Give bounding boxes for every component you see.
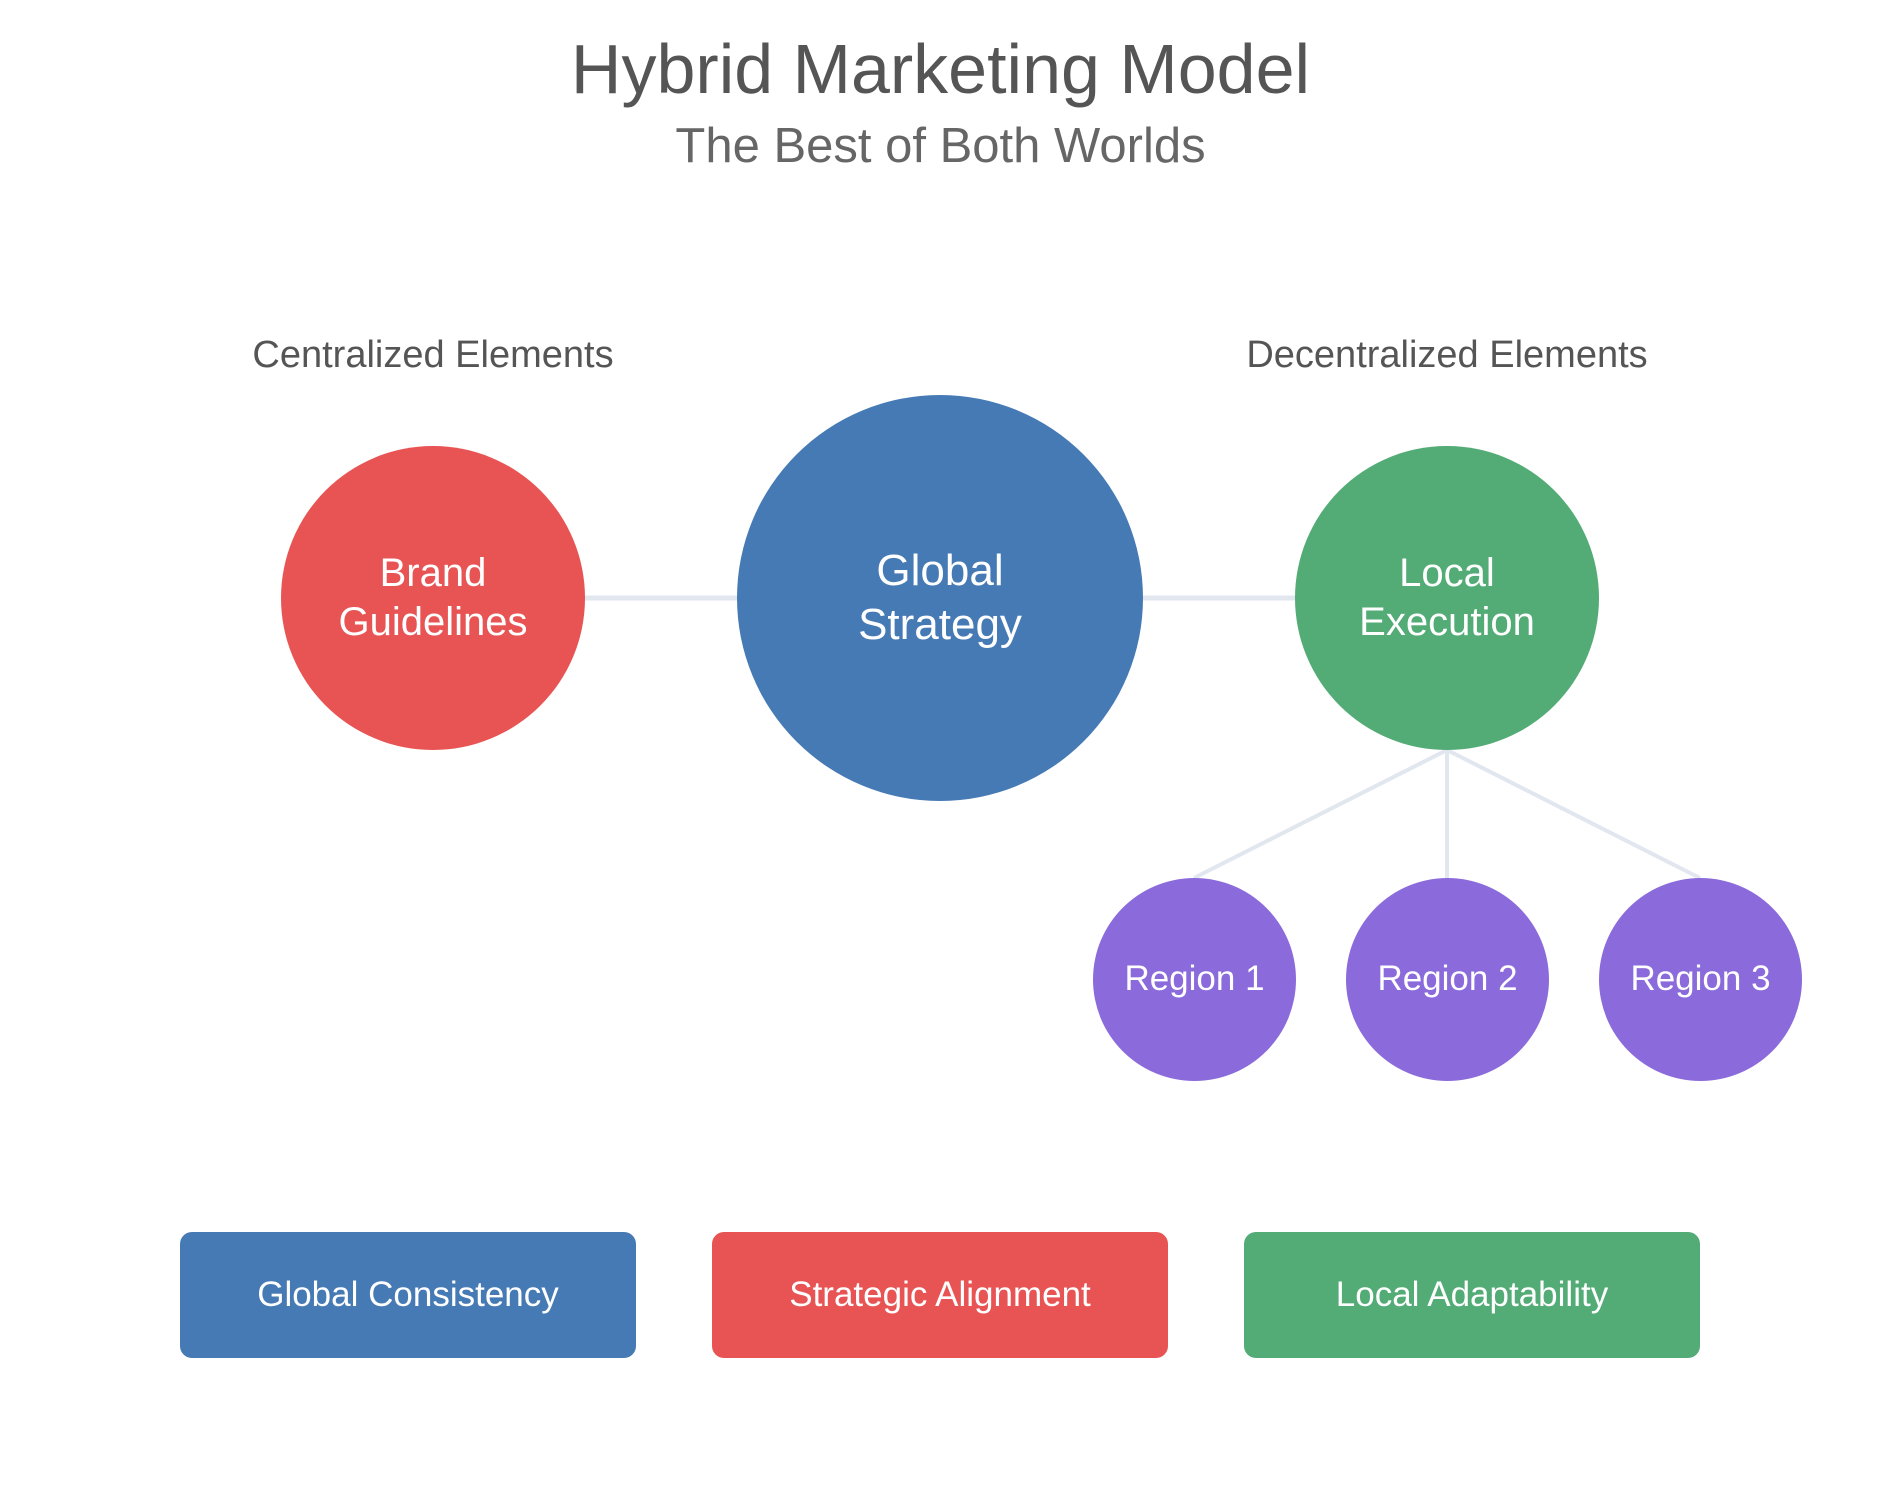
benefit-card-global-consistency-label: Global Consistency (257, 1275, 559, 1314)
node-local-execution-line1: Local (1399, 551, 1495, 596)
benefit-card-strategic-alignment-label: Strategic Alignment (789, 1275, 1091, 1314)
node-region-1-label: Region 1 (1124, 959, 1265, 999)
node-region-2: Region 2 (1346, 878, 1549, 1081)
benefit-card-local-adaptability: Local Adaptability (1244, 1232, 1700, 1358)
node-brand-guidelines: Brand Guidelines (281, 446, 585, 750)
node-region-3-label: Region 3 (1630, 959, 1771, 999)
benefit-card-global-consistency: Global Consistency (180, 1232, 636, 1358)
section-label-centralized: Centralized Elements (252, 334, 614, 376)
connector-local-region-3 (1446, 748, 1701, 880)
connector-local-region-1 (1193, 748, 1448, 880)
node-local-execution-line2: Execution (1359, 600, 1535, 644)
node-region-3: Region 3 (1599, 878, 1802, 1081)
diagram-title: Hybrid Marketing Model (570, 30, 1311, 108)
node-local-execution: Local Execution (1295, 446, 1599, 750)
benefit-card-local-adaptability-label: Local Adaptability (1335, 1275, 1609, 1314)
node-global-strategy-line2: Strategy (858, 600, 1022, 649)
node-region-1: Region 1 (1093, 878, 1296, 1081)
diagram-subtitle: The Best of Both Worlds (675, 119, 1206, 173)
node-global-strategy-line1: Global (876, 546, 1004, 596)
benefit-card-strategic-alignment: Strategic Alignment (712, 1232, 1168, 1358)
node-region-2-label: Region 2 (1377, 959, 1518, 999)
section-label-decentralized: Decentralized Elements (1246, 334, 1648, 376)
node-brand-guidelines-line1: Brand (379, 551, 487, 596)
node-global-strategy: Global Strategy (737, 395, 1143, 801)
node-brand-guidelines-line2: Guidelines (338, 600, 528, 644)
